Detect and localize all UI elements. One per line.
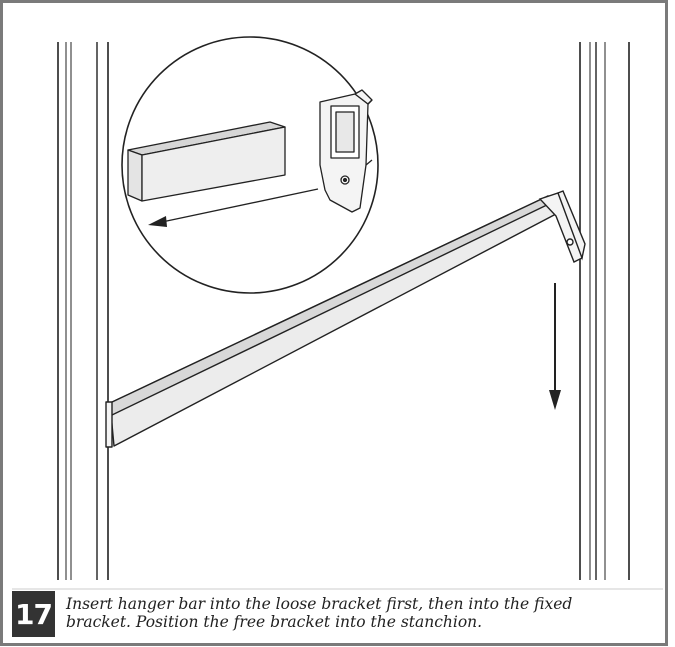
right-stanchion bbox=[579, 42, 630, 580]
detail-callout bbox=[121, 36, 379, 294]
detail-bracket bbox=[319, 89, 373, 213]
caption-line-2: bracket. Position the free bracket into … bbox=[66, 613, 483, 631]
caption-line-1: Insert hanger bar into the loose bracket… bbox=[66, 595, 573, 613]
left-bracket bbox=[105, 401, 113, 448]
step-caption: Insert hanger bar into the loose bracket… bbox=[66, 595, 656, 631]
right-bracket bbox=[538, 190, 586, 263]
left-stanchion bbox=[57, 42, 109, 580]
down-arrow bbox=[549, 283, 561, 410]
step-number: 17 bbox=[15, 597, 53, 631]
step-number-badge: 17 bbox=[12, 591, 55, 637]
left-arrow bbox=[148, 188, 319, 227]
detail-bar bbox=[127, 121, 286, 202]
